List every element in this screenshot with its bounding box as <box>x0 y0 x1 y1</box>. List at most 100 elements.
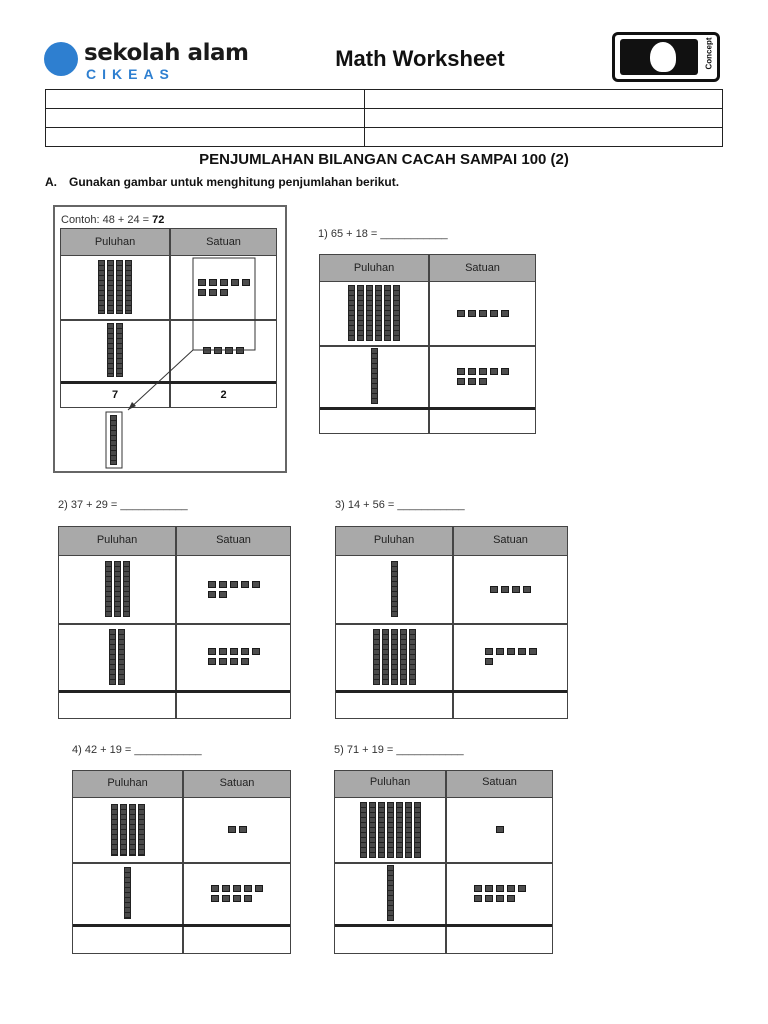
regrouped-ten-rod <box>110 415 117 465</box>
ten-rod <box>404 801 412 858</box>
tens-header: Puluhan <box>96 534 138 546</box>
one-cube <box>489 309 498 317</box>
ten-rod <box>359 801 367 858</box>
ten-rod <box>399 628 407 685</box>
one-cube <box>218 658 227 665</box>
concept-badge: Concept <box>612 32 720 82</box>
regroup-arrow <box>127 349 194 411</box>
problem-2-label: 2) 37 + 29 = ___________ <box>58 499 188 511</box>
table-header <box>336 527 567 556</box>
ten-rod <box>368 801 376 858</box>
ten-rod <box>122 561 130 617</box>
one-cube <box>484 884 493 892</box>
ten-rod <box>386 801 394 858</box>
tens-header: Puluhan <box>107 777 148 789</box>
ten-rod <box>98 260 105 314</box>
one-cube <box>495 826 504 833</box>
one-cube <box>484 648 493 655</box>
one-cube <box>473 884 482 892</box>
answer-divider <box>61 381 276 384</box>
column-divider <box>175 527 177 718</box>
answer-divider <box>336 690 567 693</box>
one-cube <box>240 658 249 665</box>
info-cell[interactable] <box>364 127 723 147</box>
ten-rod <box>393 285 400 341</box>
ten-rod <box>381 628 389 685</box>
school-logo: sekolah alam CIKEAS <box>44 40 249 86</box>
one-cube <box>512 585 520 593</box>
student-info-table <box>45 89 723 147</box>
answer-divider <box>73 924 290 927</box>
ten-rod <box>372 628 380 685</box>
arrow-head-icon <box>128 402 136 410</box>
tens-header: Puluhan <box>373 534 415 546</box>
ten-rod <box>107 323 114 377</box>
ten-rod <box>104 561 112 617</box>
one-cube <box>251 580 260 588</box>
column-divider <box>452 527 454 718</box>
ten-rod <box>125 260 132 314</box>
tens-header: Puluhan <box>369 776 411 788</box>
column-divider <box>428 255 430 433</box>
ones-header: Satuan <box>482 776 517 788</box>
row-divider <box>320 345 535 347</box>
row-divider <box>59 623 290 625</box>
one-cube <box>495 884 504 892</box>
problem-2-table: Puluhan Satuan <box>58 526 291 719</box>
one-cube <box>211 884 219 892</box>
ten-rod <box>357 285 364 341</box>
ten-rod <box>408 628 416 685</box>
one-cube <box>229 580 238 588</box>
ten-rod <box>348 285 355 341</box>
ten-rod <box>413 801 421 858</box>
one-cube <box>240 580 249 588</box>
table-header <box>73 771 290 798</box>
ten-rod <box>386 865 394 921</box>
logo-sub-text: CIKEAS <box>86 66 175 82</box>
one-cube <box>506 884 515 892</box>
one-cube <box>506 648 515 655</box>
one-cube <box>500 309 509 317</box>
ten-rod <box>109 628 116 685</box>
ones-header: Satuan <box>465 262 500 274</box>
answer-ones: 2 <box>220 389 227 401</box>
ten-rod <box>390 628 398 685</box>
problem-5-label: 5) 71 + 19 = ___________ <box>334 744 464 756</box>
one-cube <box>227 826 236 833</box>
ten-rod <box>110 803 118 856</box>
row-divider <box>335 862 552 864</box>
one-cube <box>495 894 504 902</box>
one-cube <box>244 884 252 892</box>
one-cube <box>222 894 230 902</box>
one-cube <box>233 894 241 902</box>
one-cube <box>467 377 476 385</box>
one-cube <box>517 648 526 655</box>
one-cube <box>197 278 206 286</box>
one-cube <box>501 585 509 593</box>
instruction-letter: A. <box>45 175 57 189</box>
one-cube <box>456 377 465 385</box>
row-divider <box>73 862 290 864</box>
one-cube <box>478 377 487 385</box>
problem-4-label: 4) 42 + 19 = ___________ <box>72 744 202 756</box>
one-cube <box>229 658 238 665</box>
grouping-box <box>192 257 256 351</box>
ten-rod <box>384 285 391 341</box>
one-cube <box>500 367 509 375</box>
answer-divider <box>320 407 535 410</box>
one-cube <box>255 884 263 892</box>
ten-rod <box>116 260 123 314</box>
one-cube <box>233 884 241 892</box>
one-cube <box>219 278 228 286</box>
one-cube <box>467 309 476 317</box>
one-cube <box>489 367 498 375</box>
one-cube <box>523 585 531 593</box>
one-cube <box>240 648 249 655</box>
one-cube <box>517 884 526 892</box>
example-label: Contoh: 48 + 24 = 72 <box>61 214 165 226</box>
one-cube <box>490 585 498 593</box>
ones-header: Satuan <box>216 534 251 546</box>
one-cube <box>197 288 206 296</box>
